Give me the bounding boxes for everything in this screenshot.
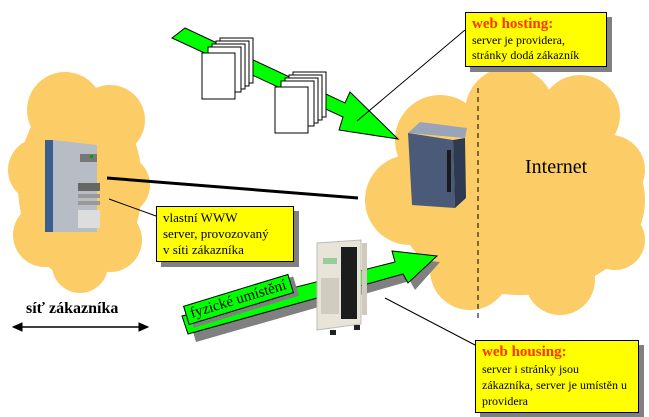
web-hosting-line: stránky dodá zákazník	[472, 48, 580, 62]
web-hosting-title: web hosting:	[472, 16, 554, 32]
own-server-leader-line	[108, 198, 157, 217]
customer-network-span-arrow	[11, 322, 150, 332]
web-housing-line: providera	[482, 394, 528, 408]
housing-leader-line	[384, 297, 476, 346]
web-housing-callout: web housing: server i stránky jsou zákaz…	[475, 340, 639, 413]
own-server-line: vlastní WWW	[163, 210, 238, 225]
document-stack-2	[274, 71, 327, 134]
web-housing-line: server i stránky jsou	[482, 362, 579, 376]
web-housing-line: zákazníka, server je umístěn u	[482, 378, 627, 392]
document-stack-1	[201, 37, 254, 100]
own-server-line: v síti zákazníka	[163, 242, 244, 257]
internet-label: Internet	[525, 156, 588, 178]
customer-network-cloud	[8, 72, 150, 293]
web-housing-title: web housing:	[482, 344, 567, 360]
web-hosting-callout: web hosting: server je providera, stránk…	[465, 12, 607, 67]
housed-server-icon	[316, 239, 367, 335]
customer-network-label: síť zákazníka	[26, 300, 119, 317]
web-hosting-line: server je providera,	[472, 33, 565, 47]
own-server-callout: vlastní WWW server, provozovaný v síti z…	[156, 206, 294, 262]
placement-arrow	[181, 250, 439, 335]
customer-server-icon	[45, 140, 100, 232]
provider-server-icon	[408, 122, 467, 208]
hosting-leader-line	[356, 29, 466, 122]
network-connection-line	[106, 176, 359, 200]
own-server-line: server, provozovaný	[163, 226, 269, 241]
